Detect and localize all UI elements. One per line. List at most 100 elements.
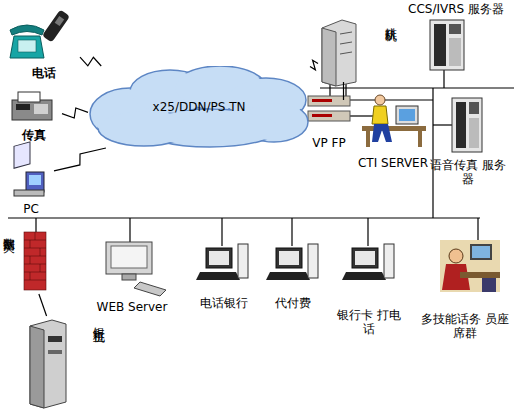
node-label: 电话银行 xyxy=(194,296,254,310)
terminal-icon xyxy=(308,244,318,278)
firewall-icon xyxy=(24,280,46,281)
queue-machine-icon xyxy=(322,20,356,86)
operator-icon xyxy=(372,124,392,142)
workstation-icon xyxy=(134,282,166,296)
telephone-icon xyxy=(10,25,44,35)
server-icon xyxy=(469,102,479,114)
server-icon xyxy=(430,20,464,70)
terminal-icon xyxy=(279,251,299,265)
workstation-icon xyxy=(111,246,147,268)
firewall-icon xyxy=(24,232,46,290)
switch-device-icon xyxy=(308,111,350,121)
fax-node: 传真 xyxy=(6,88,62,142)
cloud-shape xyxy=(100,112,189,145)
wireless-link xyxy=(310,60,318,70)
operator-icon xyxy=(399,109,415,121)
node-label: CTI SERVER xyxy=(356,156,430,170)
agent-group-icon xyxy=(460,272,500,278)
fax-icon xyxy=(12,100,52,120)
node-label: 银行主机 xyxy=(92,318,106,322)
node-label: 代付费 xyxy=(264,296,322,310)
queue-machine-icon xyxy=(340,52,352,54)
network-bus xyxy=(350,99,433,100)
operator-icon xyxy=(375,95,385,105)
web-server-node: WEB Server xyxy=(92,236,172,314)
mainframe-icon xyxy=(30,320,66,408)
pc-icon xyxy=(26,172,44,192)
network-bus xyxy=(8,217,480,218)
node-label: 排队机 xyxy=(384,18,398,21)
voice-fax-server-node: 语音传真 服务器 xyxy=(430,94,506,186)
network-bus xyxy=(221,218,222,246)
terminal-icon xyxy=(342,244,394,280)
operator-icon xyxy=(418,131,422,147)
firewall-icon xyxy=(24,256,46,257)
network-bus xyxy=(129,218,130,242)
node-label: 语音传真 服务器 xyxy=(430,158,506,186)
firewall-icon xyxy=(24,264,46,265)
agent-group-icon xyxy=(470,244,492,260)
terminal-icon xyxy=(238,244,248,278)
agent-group-icon xyxy=(482,278,496,292)
terminal-icon xyxy=(196,244,248,280)
operator-icon xyxy=(372,106,388,124)
operator-icon xyxy=(362,126,426,131)
telephone-icon xyxy=(55,16,65,26)
server-icon xyxy=(456,102,466,148)
network-bus xyxy=(35,218,36,232)
mainframe-icon xyxy=(30,326,44,408)
network-bus xyxy=(367,218,368,246)
network-bus xyxy=(443,70,444,88)
wire-line xyxy=(343,82,344,100)
cti-server-node: CTI SERVER xyxy=(356,92,430,170)
firewall-icon xyxy=(40,248,41,256)
wire-line xyxy=(39,294,47,316)
terminal-icon xyxy=(196,272,240,280)
wireless-link xyxy=(54,148,106,171)
wireless-link xyxy=(80,57,101,66)
node-label: PC xyxy=(8,202,54,216)
firewall-icon xyxy=(35,232,36,240)
pc-icon xyxy=(14,142,30,168)
terminal-icon xyxy=(206,248,232,268)
fax-icon xyxy=(16,104,30,110)
server-icon xyxy=(469,118,479,148)
switch-node: VP FP xyxy=(302,100,356,150)
network-bus xyxy=(291,218,292,246)
network-bus xyxy=(8,70,514,246)
network-cloud: x25/DDN/PS TN xyxy=(88,66,310,148)
firewall-icon xyxy=(24,248,46,249)
firewall-icon xyxy=(24,232,46,290)
node-label: WEB Server xyxy=(92,300,172,314)
wireless-link xyxy=(62,108,88,118)
agent-group-node: 多技能话务 员座席群 xyxy=(418,236,512,340)
server-icon xyxy=(452,98,482,152)
pc-icon xyxy=(14,190,44,196)
firewall-icon xyxy=(30,240,31,248)
queue-machine-icon xyxy=(322,20,356,86)
network-bus xyxy=(432,88,433,218)
firewall-icon xyxy=(40,264,41,272)
server-icon xyxy=(452,98,482,152)
agent-group-icon xyxy=(440,240,500,292)
server-icon xyxy=(434,24,446,66)
queue-machine-node: 排队机 xyxy=(318,16,398,82)
queue-machine-icon xyxy=(322,28,336,86)
network-bus xyxy=(320,87,514,88)
operator-icon xyxy=(362,95,426,147)
telephone-icon xyxy=(10,9,70,58)
mainframe-node: 银行主机 xyxy=(20,316,106,410)
operator-icon xyxy=(366,131,370,147)
server-icon xyxy=(449,24,461,34)
node-label: 多技能话务 员座席群 xyxy=(418,312,512,340)
workstation-icon xyxy=(106,242,152,274)
fax-icon xyxy=(12,92,52,120)
telephone-icon xyxy=(18,40,36,52)
switch-device-icon xyxy=(312,99,332,102)
server-icon xyxy=(449,38,461,66)
node-label: VP FP xyxy=(302,136,356,150)
node-label: 传真 xyxy=(6,128,62,142)
